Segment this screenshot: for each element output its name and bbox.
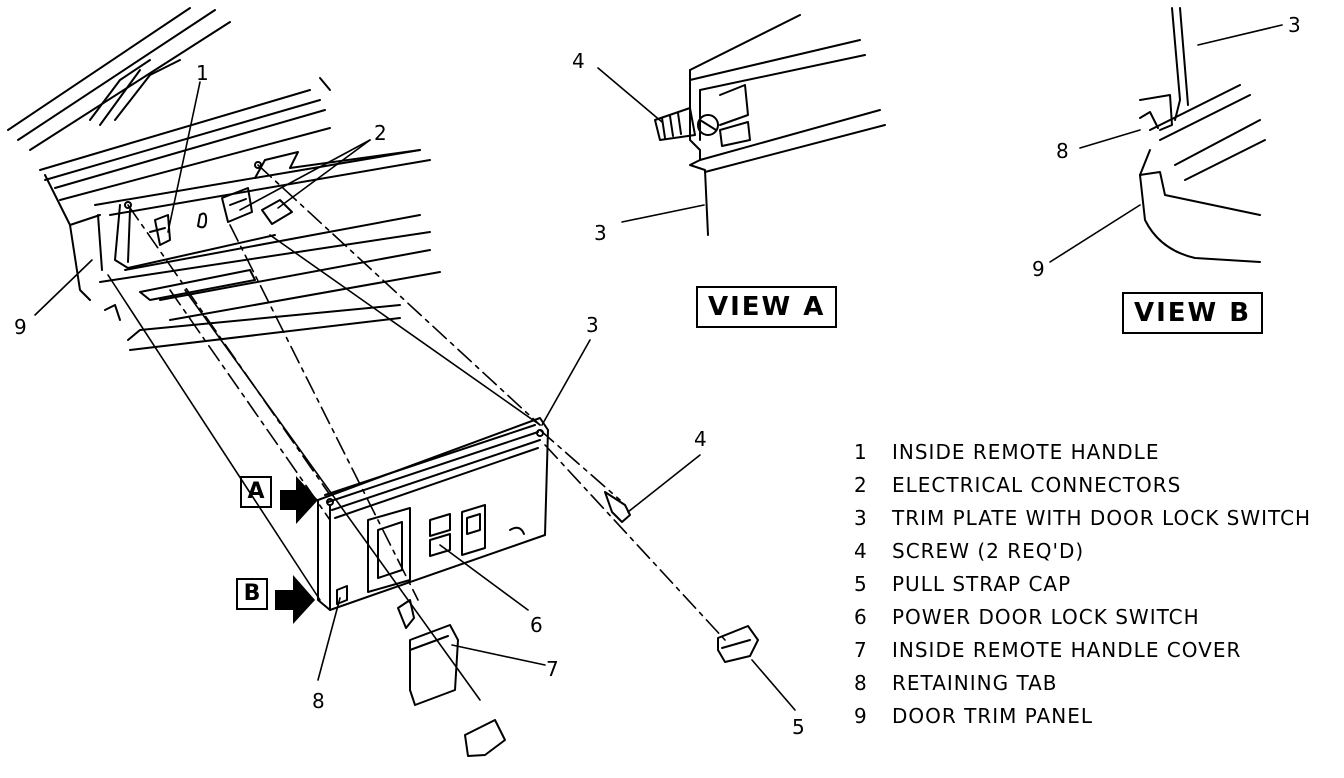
- legend-label: POWER DOOR LOCK SWITCH: [892, 605, 1200, 629]
- view-a-label: VIEW A: [696, 286, 838, 328]
- callout-3: 3: [586, 313, 599, 337]
- callout-6: 6: [530, 613, 543, 637]
- callout-leaders: [34, 81, 796, 711]
- screw-and-caps-drawing: [397, 491, 759, 757]
- view-b-detail-drawing: [1139, 7, 1266, 263]
- view-b-callout-3: 3: [1288, 13, 1301, 37]
- view-b-leaders: [1049, 24, 1283, 263]
- tag-a: A: [240, 476, 272, 508]
- legend-number: 4: [854, 539, 868, 563]
- legend-item: 9 DOOR TRIM PANEL: [854, 704, 1093, 728]
- legend-label: PULL STRAP CAP: [892, 572, 1072, 596]
- legend-item: 4 SCREW (2 REQ'D): [854, 539, 1084, 563]
- callout-8: 8: [312, 689, 325, 713]
- view-a-leaders: [597, 67, 705, 223]
- callout-numbers: 1 2 3 4 5 6 7 8 9 4 3 3 8 9: [14, 13, 1301, 739]
- view-b-callout-8: 8: [1056, 139, 1069, 163]
- legend-label: INSIDE REMOTE HANDLE COVER: [892, 638, 1242, 662]
- callout-5: 5: [792, 715, 805, 739]
- view-b-label: VIEW B: [1122, 292, 1264, 334]
- legend-number: 1: [854, 440, 868, 464]
- legend-item: 5 PULL STRAP CAP: [854, 572, 1071, 596]
- legend-number: 6: [854, 605, 868, 629]
- legend-item: 6 POWER DOOR LOCK SWITCH: [854, 605, 1200, 629]
- legend-number: 9: [854, 704, 868, 728]
- legend-label: INSIDE REMOTE HANDLE: [892, 440, 1160, 464]
- legend-number: 5: [854, 572, 868, 596]
- callout-9: 9: [14, 315, 27, 339]
- assembly-solid-lines: [107, 234, 541, 701]
- legend-number: 2: [854, 473, 868, 497]
- assembly-guide-lines: [127, 164, 726, 641]
- legend-label: ELECTRICAL CONNECTORS: [892, 473, 1182, 497]
- callout-4: 4: [694, 427, 707, 451]
- legend-number: 3: [854, 506, 868, 530]
- trim-plate-drawing: [317, 417, 549, 611]
- legend-item: 8 RETAINING TAB: [854, 671, 1058, 695]
- direction-arrows: [275, 476, 318, 624]
- callout-7: 7: [546, 657, 559, 681]
- view-a-callout-3: 3: [594, 221, 607, 245]
- legend-item: 3 TRIM PLATE WITH DOOR LOCK SWITCH: [854, 506, 1311, 530]
- legend-item: 1 INSIDE REMOTE HANDLE: [854, 440, 1159, 464]
- legend-item: 7 INSIDE REMOTE HANDLE COVER: [854, 638, 1241, 662]
- view-a-detail-drawing: [654, 14, 886, 236]
- view-a-callout-4: 4: [572, 49, 585, 73]
- legend-item: 2 ELECTRICAL CONNECTORS: [854, 473, 1181, 497]
- legend-number: 7: [854, 638, 868, 662]
- callout-2: 2: [374, 121, 387, 145]
- tag-b: B: [236, 578, 268, 610]
- callout-1: 1: [196, 61, 209, 85]
- legend-label: TRIM PLATE WITH DOOR LOCK SWITCH: [892, 506, 1312, 530]
- door-trim-panel-drawing: [7, 7, 441, 351]
- legend-label: SCREW (2 REQ'D): [892, 539, 1085, 563]
- view-b-callout-9: 9: [1032, 257, 1045, 281]
- legend-label: RETAINING TAB: [892, 671, 1058, 695]
- legend-number: 8: [854, 671, 868, 695]
- legend-label: DOOR TRIM PANEL: [892, 704, 1093, 728]
